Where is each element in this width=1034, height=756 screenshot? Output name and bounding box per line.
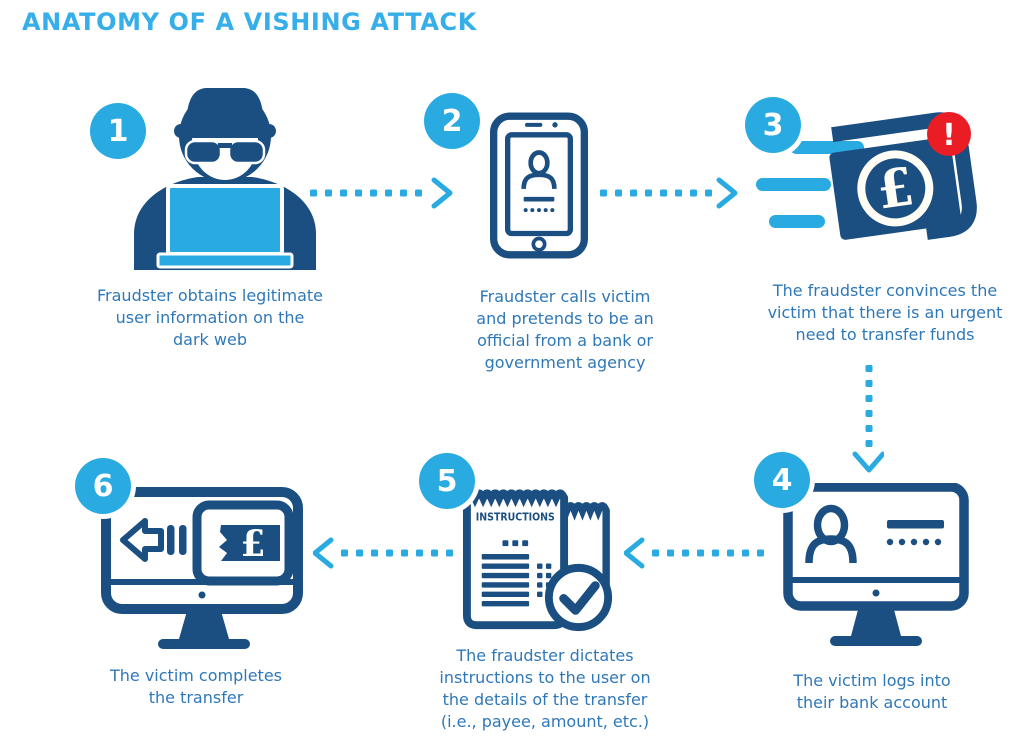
alert-badge-icon: ! xyxy=(927,112,971,156)
home-button-icon xyxy=(531,236,547,252)
back-transfer-arrow-icon xyxy=(120,518,187,562)
arrow-step5-to-step6-icon xyxy=(313,537,453,569)
step-number-badge: 3 xyxy=(745,97,801,153)
caller-avatar-icon xyxy=(521,150,557,189)
sunglasses-icon xyxy=(184,139,266,165)
speed-lines xyxy=(756,141,864,228)
pound-symbol: £ xyxy=(240,523,265,565)
step-caption: The victim completes the transfer xyxy=(109,666,282,707)
laptop-icon xyxy=(156,184,294,269)
page-title: ANATOMY OF A VISHING ATTACK xyxy=(22,8,477,36)
step-caption: The fraudster convinces the victim that … xyxy=(767,281,1003,344)
smartphone-call-icon xyxy=(490,112,588,259)
arrow-step1-to-step2-icon xyxy=(310,177,453,209)
step-caption: The fraudster dictates instructions to t… xyxy=(439,646,651,731)
check-mark-icon xyxy=(544,563,613,632)
step-caption: The victim logs into their bank account xyxy=(793,671,951,712)
instructions-receipt-icon: INSTRUCTIONS xyxy=(462,489,613,632)
arrow-step2-to-step3-icon xyxy=(600,177,738,209)
step-number-badge: 5 xyxy=(419,453,475,509)
step-number-badge: 4 xyxy=(754,452,810,508)
urgent-money-icon: £ ! xyxy=(756,112,977,240)
arrow-step3-to-step4-icon xyxy=(852,365,884,473)
username-field-glyph xyxy=(887,520,944,529)
bank-login-monitor-icon xyxy=(783,483,969,646)
fedora-hat-icon xyxy=(186,88,264,130)
step-number-badge: 2 xyxy=(424,93,480,149)
step-number-badge: 1 xyxy=(90,103,146,159)
caller-id-dots xyxy=(523,208,555,213)
pound-symbol: £ xyxy=(873,156,917,221)
instructions-label: INSTRUCTIONS xyxy=(476,510,555,523)
password-dots xyxy=(886,538,942,546)
step-number-badge: 6 xyxy=(75,458,131,514)
user-avatar-icon xyxy=(805,504,857,564)
fraudster-laptop-icon xyxy=(134,88,316,270)
alert-symbol: ! xyxy=(942,118,956,153)
step-caption: Fraudster calls victim and pretends to b… xyxy=(476,287,654,372)
step-caption: Fraudster obtains legitimate user inform… xyxy=(97,286,323,349)
arrow-step4-to-step5-icon xyxy=(624,537,764,569)
sent-banknote-icon: £ xyxy=(192,500,294,586)
transfer-complete-monitor-icon: £ xyxy=(101,487,303,649)
receipt-lines xyxy=(481,540,552,607)
